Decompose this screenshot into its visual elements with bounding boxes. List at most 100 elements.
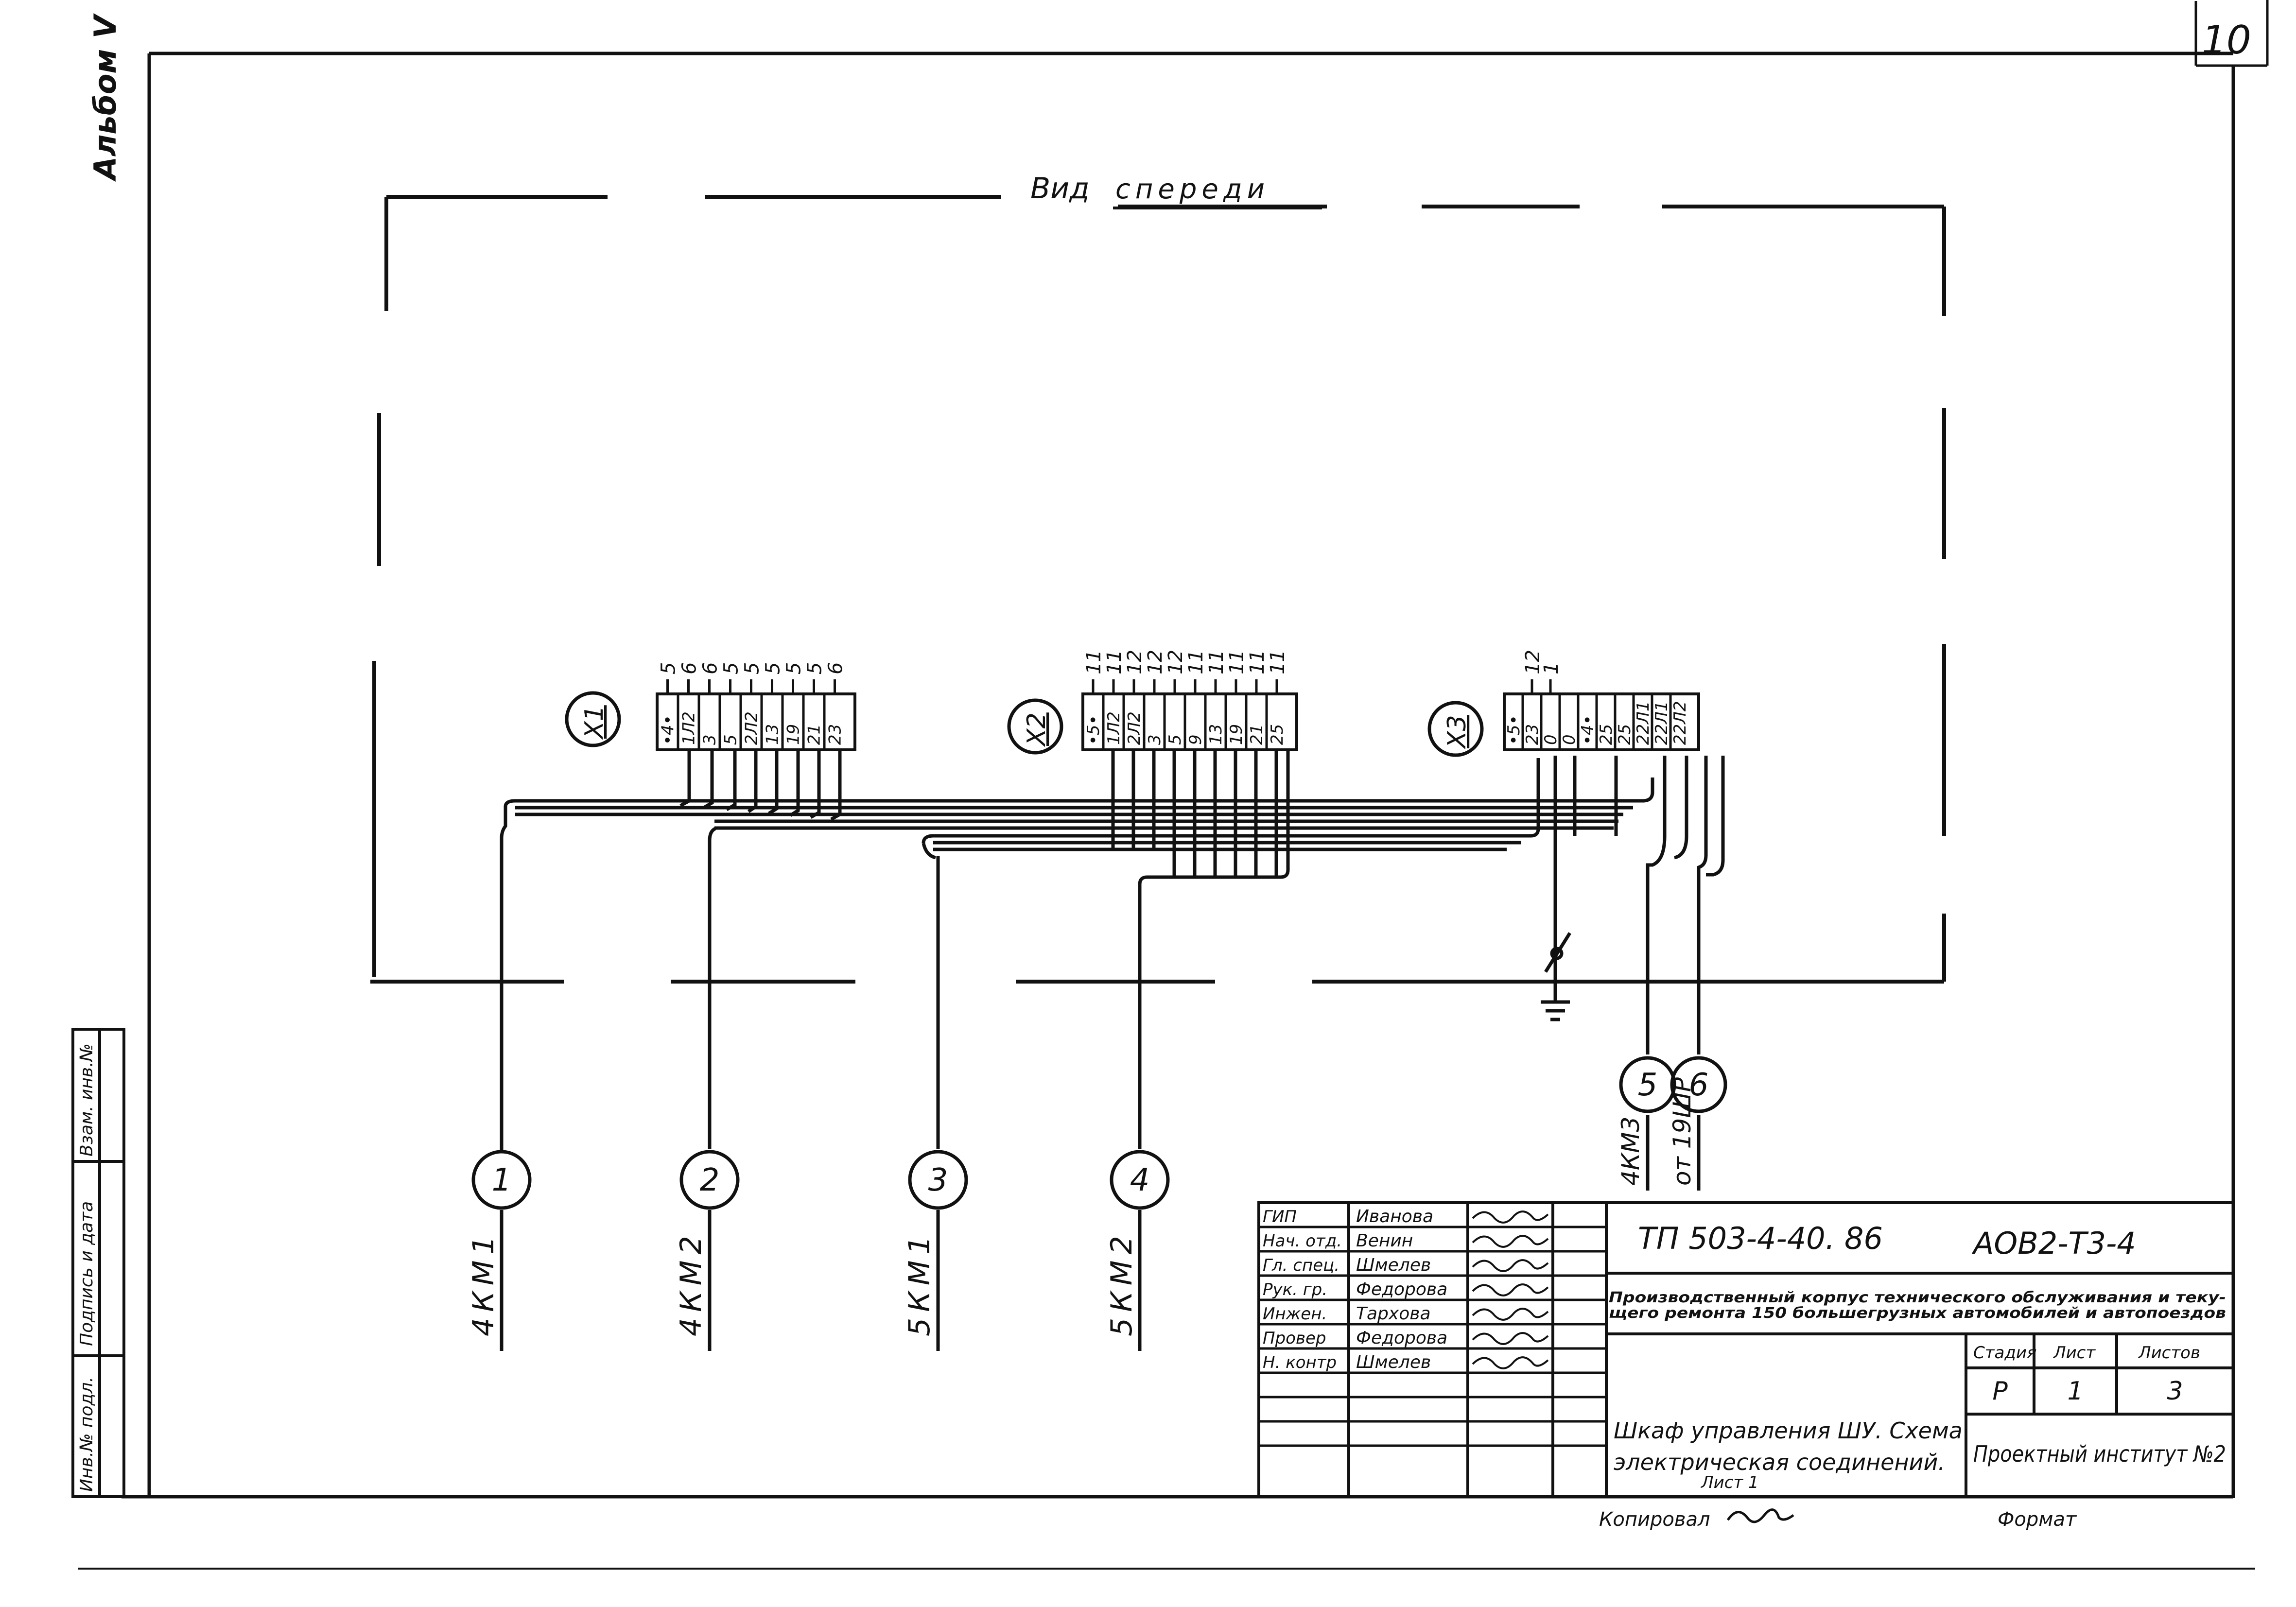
approver-signature — [1472, 1332, 1549, 1345]
terminal-wire-label: 12 — [1165, 650, 1187, 674]
copied-label: Копировал — [1599, 1508, 1710, 1531]
terminal-cell: 0 — [1560, 734, 1579, 745]
terminal-cell: 22Л1 — [1634, 701, 1653, 745]
approver-role: ГИП — [1263, 1207, 1297, 1227]
object-name-line1: Производственный корпус технического обс… — [1609, 1289, 2226, 1306]
corner-number: 10 — [2202, 17, 2251, 63]
terminal-cell: 2Л2 — [742, 711, 762, 745]
terminal-wire-label: 11 — [1185, 650, 1207, 674]
institute-name: Проектный институт №2 — [1973, 1441, 2226, 1467]
terminal-block-body — [1081, 692, 1298, 751]
terminal-wire-label: 12 — [1124, 650, 1146, 674]
approver-signature — [1472, 1308, 1549, 1321]
terminal-cell: 5 — [1165, 734, 1185, 745]
sheet-value: 1 — [2067, 1377, 2083, 1406]
terminal-block-id: X2 — [1022, 712, 1051, 747]
terminal-wire-label: 12 — [1144, 650, 1166, 674]
terminal-wire-label: 11 — [1246, 650, 1269, 674]
approver-signature — [1472, 1356, 1549, 1369]
approver-name: Тархова — [1356, 1304, 1431, 1324]
approver-signature — [1472, 1259, 1549, 1272]
terminal-cell: 3 — [1145, 734, 1165, 745]
approver-role: Провер — [1263, 1329, 1326, 1348]
terminal-wire-label: 11 — [1226, 650, 1248, 674]
cable-label-6: от 19ШР — [1668, 1077, 1696, 1186]
approver-name: Шмелев — [1356, 1255, 1431, 1275]
side-stamp — [71, 1028, 125, 1498]
view-title: спереди — [1115, 173, 1270, 205]
cable-marker-5: 5 4КМ3 — [1617, 1056, 1676, 1186]
approver-role: Гл. спец. — [1263, 1256, 1339, 1275]
drawing-title-line2: электрическая соединений. — [1614, 1449, 1945, 1475]
doc-code: АОВ2-Т3-4 — [1971, 1226, 2136, 1261]
terminal-wire-label: 11 — [1267, 650, 1289, 674]
terminal-cell: 21 — [805, 724, 824, 745]
copied-signature — [1726, 1508, 1794, 1523]
terminal-block-body — [1503, 692, 1700, 751]
cable-marker-2: 2 4КМ2 — [674, 1150, 740, 1336]
cable-marker-6: 6 от 19ШР — [1668, 1056, 1727, 1186]
approver-name: Венин — [1356, 1231, 1413, 1251]
object-name-line2: щего ремонта 150 большегрузных автомобил… — [1609, 1305, 2226, 1322]
terminal-cell: 25 — [1597, 724, 1616, 745]
terminal-wire-label: 11 — [1103, 650, 1126, 674]
terminal-block-id-circle — [1427, 701, 1484, 757]
terminal-cell: 22Л1 — [1652, 701, 1671, 745]
cable-number-6: 6 — [1689, 1067, 1709, 1103]
terminal-cell: 2Л2 — [1125, 711, 1144, 745]
album-label: Альбом V — [87, 13, 123, 182]
terminal-wire-label: 5 — [783, 662, 805, 674]
terminal-cell: 1Л2 — [1104, 711, 1124, 745]
cable-marker-3: 3 5КМ1 — [903, 1150, 968, 1336]
title-block-rows — [1259, 1226, 1606, 1447]
terminal-cell: 19 — [1227, 724, 1246, 745]
terminal-wire-label: 6 — [678, 662, 701, 674]
cabinet-outline — [370, 195, 1946, 984]
cable-number-4: 4 — [1130, 1162, 1150, 1198]
approver-name: Шмелев — [1356, 1352, 1431, 1372]
terminal-cell: 13 — [1206, 724, 1226, 745]
terminal-wire-label: 5 — [762, 662, 784, 674]
approver-role: Нач. отд. — [1263, 1231, 1342, 1251]
terminal-block-id-circle — [565, 691, 621, 747]
terminal-block-id-circle — [1007, 698, 1063, 755]
terminal-cell: 23 — [1523, 724, 1542, 745]
terminal-block-id: X3 — [1443, 715, 1472, 750]
terminal-cell: 21 — [1247, 724, 1267, 745]
terminal-wire-label: 11 — [1205, 650, 1228, 674]
terminal-cell: 9 — [1186, 734, 1205, 745]
cable-number-5: 5 — [1638, 1067, 1658, 1103]
terminal-wire-label: 5 — [741, 662, 764, 674]
approver-role: Рук. гр. — [1263, 1280, 1327, 1299]
terminal-cell: 22Л2 — [1670, 701, 1690, 745]
cable-label-3: 5КМ1 — [903, 1230, 937, 1336]
terminal-cell: 25 — [1615, 724, 1635, 745]
stage-value: Р — [1992, 1377, 2008, 1406]
cable-number-3: 3 — [928, 1162, 948, 1198]
terminal-cell: 23 — [826, 724, 845, 745]
approver-name: Иванова — [1356, 1207, 1433, 1227]
terminal-cell: •4• — [659, 715, 678, 745]
approver-role: Н. контр — [1263, 1353, 1337, 1372]
format-label: Формат — [1998, 1508, 2077, 1531]
terminal-cell: •5• — [1504, 715, 1524, 745]
approver-name: Федорова — [1356, 1328, 1447, 1348]
terminal-cell: •4• — [1578, 715, 1598, 745]
approver-signature — [1472, 1283, 1549, 1296]
cable-label-5: 4КМ3 — [1617, 1117, 1645, 1186]
approver-signature — [1472, 1235, 1549, 1248]
cable-number-1: 1 — [492, 1162, 512, 1198]
drawing-title-line3: Лист 1 — [1700, 1473, 1759, 1492]
terminal-wire-label: 5 — [658, 662, 680, 674]
terminal-cell: 5 — [721, 734, 741, 745]
wiring — [500, 748, 1725, 1351]
terminal-wire-label: 1 — [1540, 662, 1563, 674]
terminal-cell: 19 — [784, 724, 803, 745]
cable-label-1: 4КМ1 — [467, 1230, 501, 1336]
project-code: ТП 503-4-40. 86 — [1638, 1221, 1883, 1256]
